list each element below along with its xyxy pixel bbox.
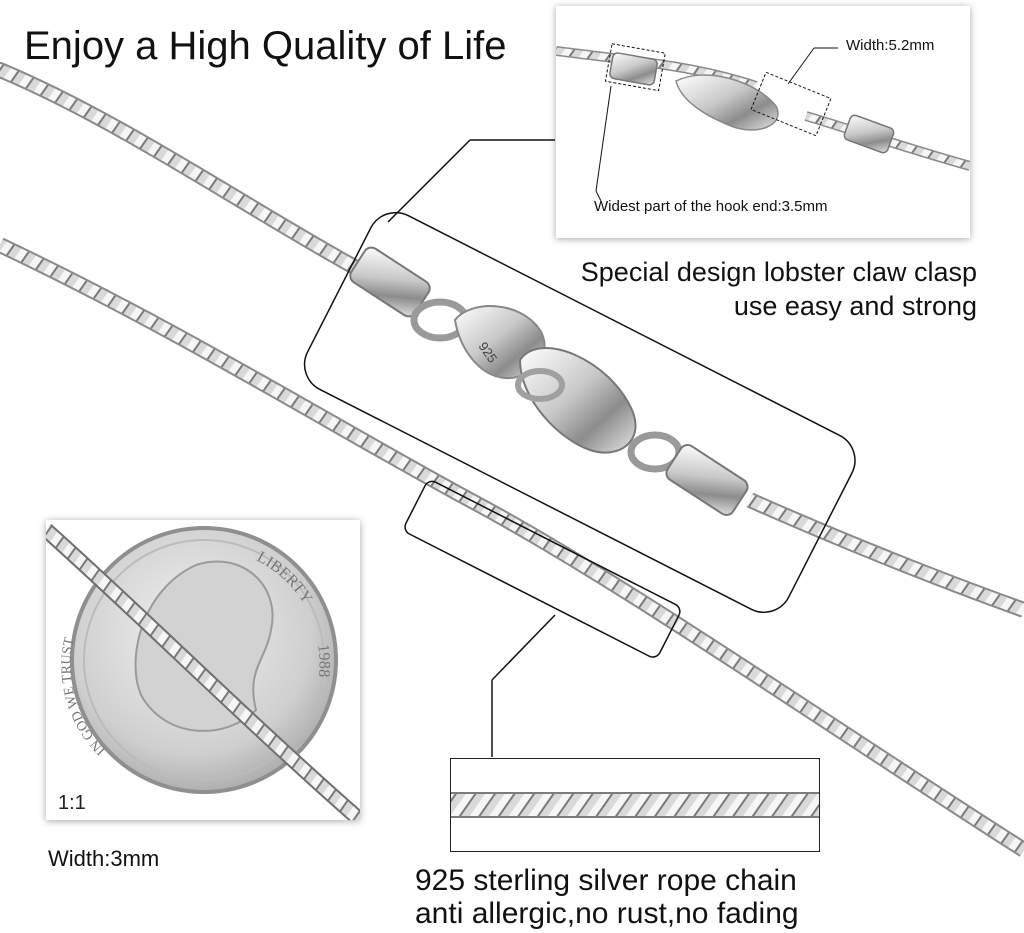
headline: Enjoy a High Quality of Life	[24, 24, 507, 68]
rope-callout-frame	[404, 480, 681, 658]
scale-label: 1:1	[58, 792, 86, 814]
clasp-caption-line1: Special design lobster claw clasp	[580, 257, 977, 287]
clasp-width-label: Width:5.2mm	[846, 37, 935, 54]
lobster-clasp	[349, 246, 749, 516]
clasp-callout-line	[387, 139, 471, 223]
bottom-caption-line1: 925 sterling silver rope chain	[415, 864, 797, 897]
clasp-caption-line2: use easy and strong	[733, 291, 977, 321]
bottom-caption-line2: anti allergic,no rust,no fading	[415, 897, 799, 930]
clasp-detail-panel: Width:5.2mm Widest part of the hook end:…	[556, 6, 970, 238]
clasp-callout-frame	[303, 211, 856, 613]
rope-chain-upper-twist	[0, 64, 366, 276]
rope-closeup-panel	[450, 758, 820, 852]
hook-width-label: Widest part of the hook end:3.5mm	[594, 198, 828, 215]
coin-scale-panel: LIBERTY IN GOD WE TRUST 1988 1:1	[46, 520, 360, 820]
chain-width-label: Width:3mm	[48, 846, 160, 871]
rope-callout-line	[491, 614, 556, 681]
